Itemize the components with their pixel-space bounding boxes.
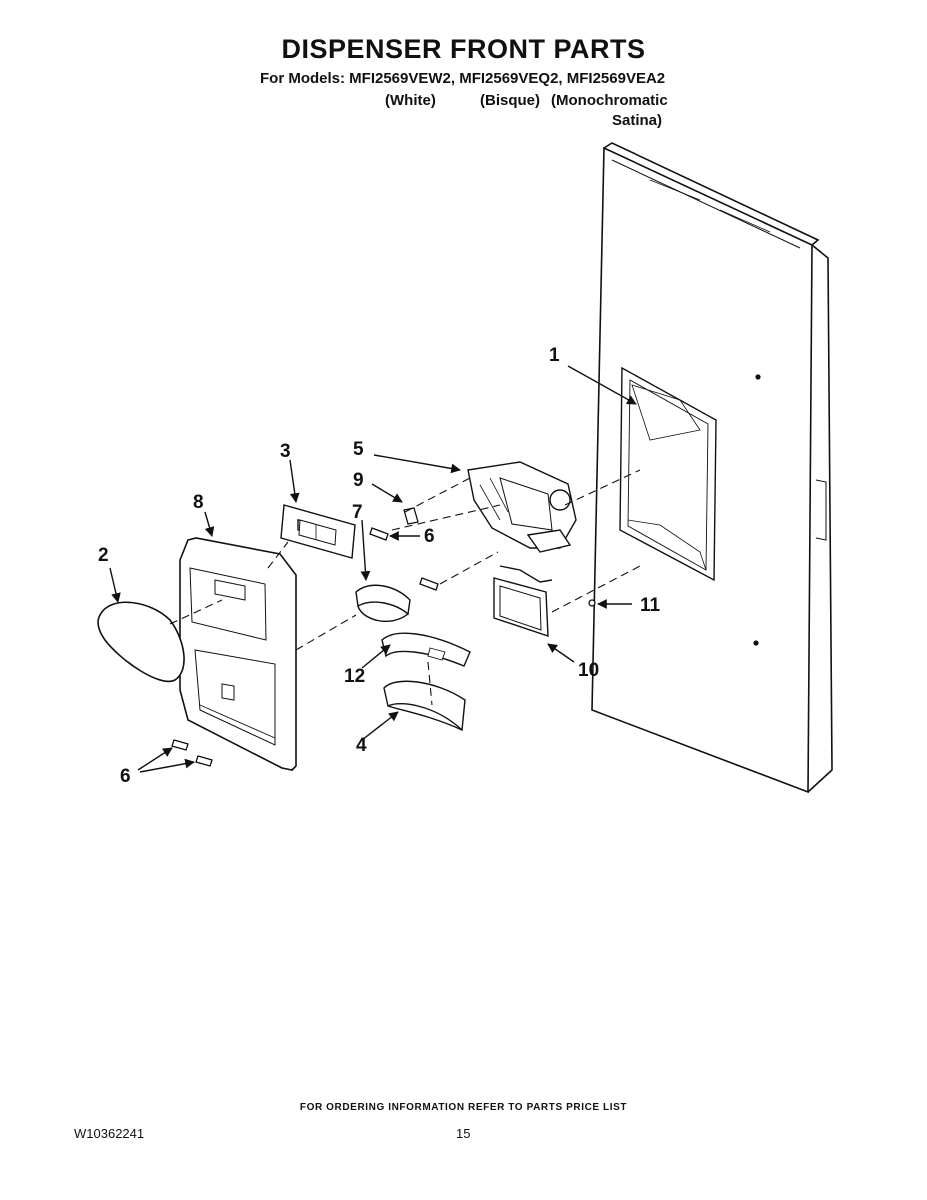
callout-7: 7 [352,502,363,523]
callout-1: 1 [549,345,560,366]
variant-monochromatic: (Monochromatic [551,92,668,109]
callout-6-upper: 6 [424,526,435,547]
ordering-note: FOR ORDERING INFORMATION REFER TO PARTS … [299,1102,628,1113]
dispenser-opening [619,366,717,582]
callout-6-lower: 6 [120,766,131,787]
callout-2: 2 [98,545,109,566]
document-number: W10362241 [74,1126,145,1141]
cover-lens [97,601,185,683]
page-number: 15 [456,1126,471,1141]
variant-white: (White) [385,92,436,109]
assembly-lines [169,469,641,706]
variant-satina: Satina) [612,112,663,129]
variant-bisque: (Bisque) [480,92,540,109]
screws [171,507,596,767]
callout-12: 12 [344,666,365,687]
callout-11: 11 [640,595,661,616]
callout-10: 10 [578,660,599,681]
door-panel [591,142,833,794]
models-line: For Models: MFI2569VEW2, MFI2569VEQ2, MF… [260,70,666,87]
callout-4: 4 [356,735,367,756]
callout-5: 5 [353,439,364,460]
leader-arrows [109,365,637,773]
drip-tray-grille [381,632,471,667]
callout-3: 3 [280,441,291,462]
callout-9: 9 [353,470,364,491]
page-title: DISPENSER FRONT PARTS [281,34,646,64]
callout-8: 8 [193,492,204,513]
control-board [280,504,356,559]
chute-flapper [493,565,553,637]
drip-tray [383,680,466,732]
dispenser-housing [179,537,297,771]
actuator-assembly [467,461,577,553]
light-cover [355,584,411,622]
